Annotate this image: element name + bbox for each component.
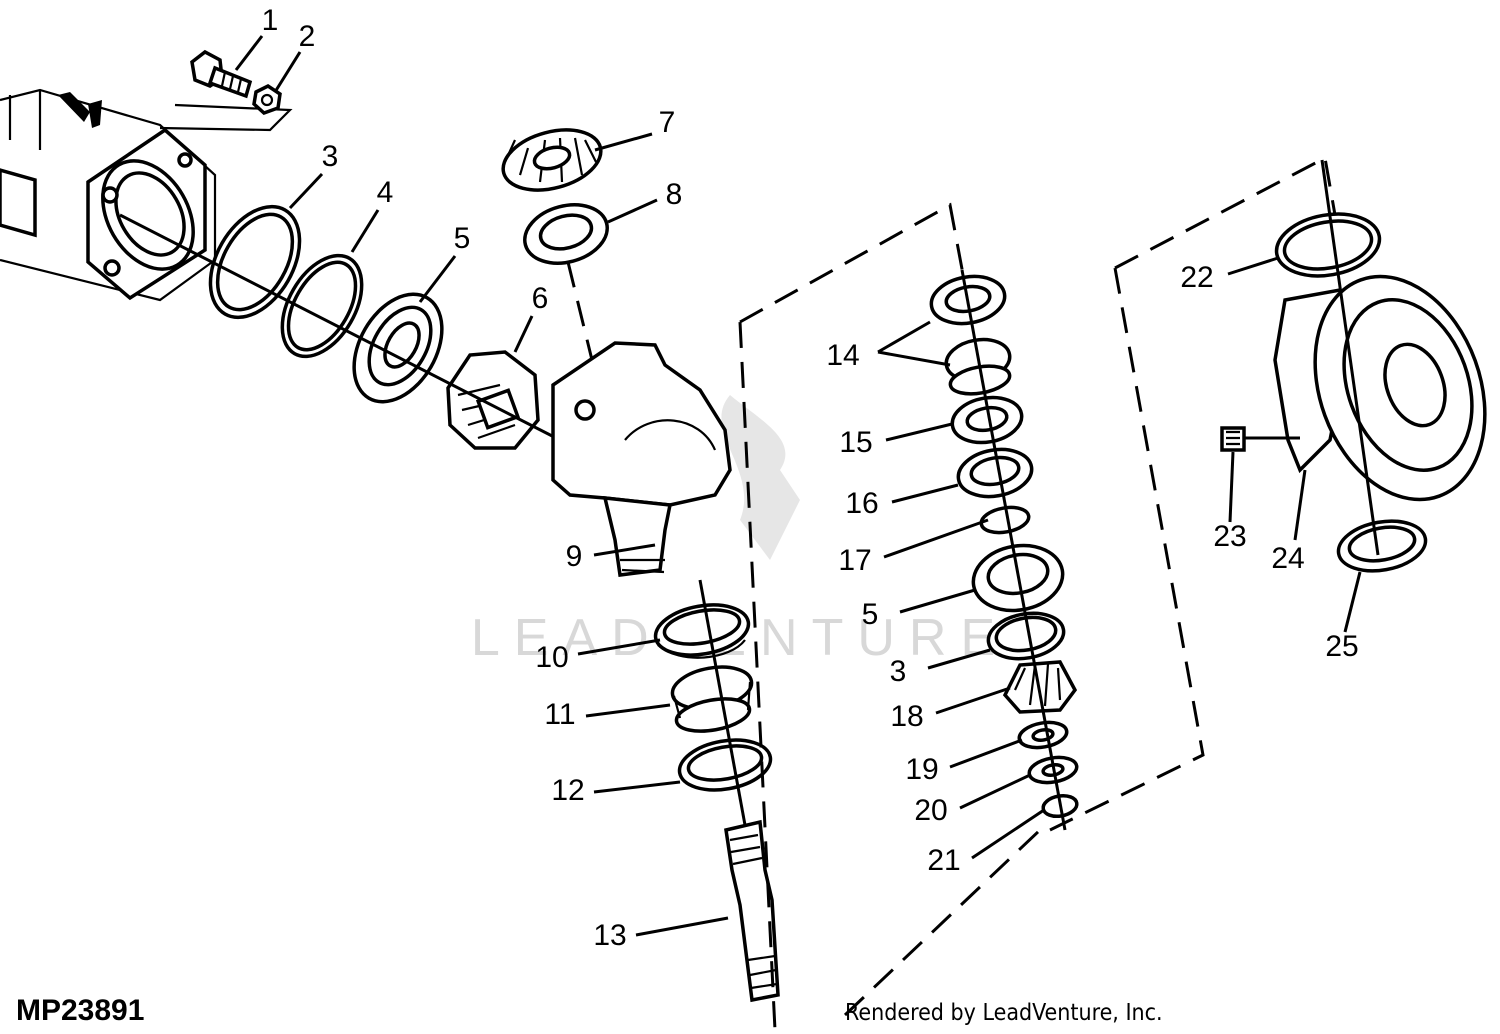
- leader-line-16: [885, 422, 953, 442]
- callout-9: 9: [566, 540, 583, 573]
- motor-housing: [0, 88, 293, 302]
- callout-23: 23: [1213, 520, 1246, 553]
- cone-bearing: [670, 665, 754, 733]
- axis-line-shaft: [698, 579, 747, 826]
- ball-bearing: [352, 292, 444, 404]
- leader-line-22: [949, 738, 1023, 769]
- leader-line-17: [891, 483, 959, 504]
- callout-19: 19: [905, 753, 938, 786]
- leader-line-13: [635, 916, 729, 937]
- callout-24: 24: [1271, 542, 1304, 575]
- leader-line-28: [1343, 571, 1362, 633]
- credit-text: Rendered by LeadVenture, Inc.: [845, 1000, 1163, 1026]
- bearing-cup: [677, 738, 773, 792]
- leader-line-15: [877, 350, 951, 367]
- callout-17: 17: [838, 544, 871, 577]
- leader-line-7: [594, 132, 653, 152]
- callout-6: 6: [532, 282, 549, 315]
- callout-21: 21: [927, 844, 960, 877]
- callout-12: 12: [551, 774, 584, 807]
- leader-line-26: [1228, 451, 1235, 523]
- leader-line-19: [899, 588, 976, 614]
- callout-8: 8: [666, 178, 683, 211]
- callout-4: 4: [377, 176, 394, 209]
- leader-line-21: [935, 686, 1011, 715]
- axis-line-right: [1320, 159, 1380, 556]
- leader-lines: [234, 35, 1362, 937]
- leader-line-25: [1227, 256, 1279, 276]
- leader-line-11: [585, 703, 671, 718]
- callout-11: 11: [544, 698, 575, 731]
- leader-line-24: [971, 808, 1045, 860]
- leader-line-18: [883, 518, 989, 559]
- leader-line-6: [513, 315, 534, 353]
- leader-line-23: [959, 773, 1031, 810]
- callout-2: 2: [299, 20, 316, 53]
- callout-14: 14: [826, 339, 859, 372]
- axis-line-gear: [566, 261, 594, 361]
- callout-5: 5: [454, 222, 471, 255]
- callout-25: 25: [1325, 630, 1358, 663]
- leader-line-12: [593, 780, 681, 794]
- cap-screw: [190, 49, 253, 99]
- leader-line-2: [273, 51, 302, 93]
- callout-18: 18: [890, 700, 923, 733]
- leader-line-9: [593, 543, 656, 557]
- callout-13: 13: [593, 919, 626, 952]
- callouts: 1 2 3 4 5 6 7 8 9 10 11 12 13 14 15 16 1…: [262, 4, 1359, 952]
- gear-housing: [551, 341, 732, 577]
- callout-3: 3: [322, 140, 339, 173]
- exploded-frame-right: [1049, 155, 1337, 832]
- leader-line-14: [877, 320, 931, 354]
- callout-1: 1: [262, 4, 279, 37]
- exploded-frame-center: [738, 202, 1042, 1031]
- callout-16: 16: [845, 487, 878, 520]
- leader-line-10: [577, 638, 661, 656]
- callout-5b: 5: [862, 598, 879, 631]
- pinion-gear: [501, 128, 603, 192]
- right-housing: [1220, 212, 1487, 573]
- lock-nut: [252, 83, 282, 115]
- leader-line-20: [927, 648, 991, 670]
- upper-bearing: [523, 203, 609, 265]
- center-stack: [929, 274, 1079, 819]
- shaft-seal: [653, 603, 751, 659]
- callout-7: 7: [659, 106, 676, 139]
- leader-line-4: [350, 209, 380, 253]
- bevel-gear: [446, 350, 540, 450]
- leader-line-3: [288, 172, 324, 210]
- leader-line-27: [1293, 469, 1307, 541]
- callout-20: 20: [914, 794, 947, 827]
- axis-line-left: [119, 213, 561, 442]
- callout-10: 10: [535, 641, 568, 674]
- callout-3b: 3: [890, 655, 907, 688]
- leader-line-8: [607, 198, 658, 224]
- figure-id: MP23891: [16, 994, 144, 1027]
- callout-22: 22: [1180, 261, 1213, 294]
- snap-ring: [208, 204, 302, 320]
- callout-15: 15: [839, 426, 872, 459]
- leader-line-1: [234, 35, 264, 71]
- leader-line-5: [418, 255, 457, 303]
- axis-line-center: [960, 269, 1067, 831]
- output-shaft: [724, 819, 780, 1003]
